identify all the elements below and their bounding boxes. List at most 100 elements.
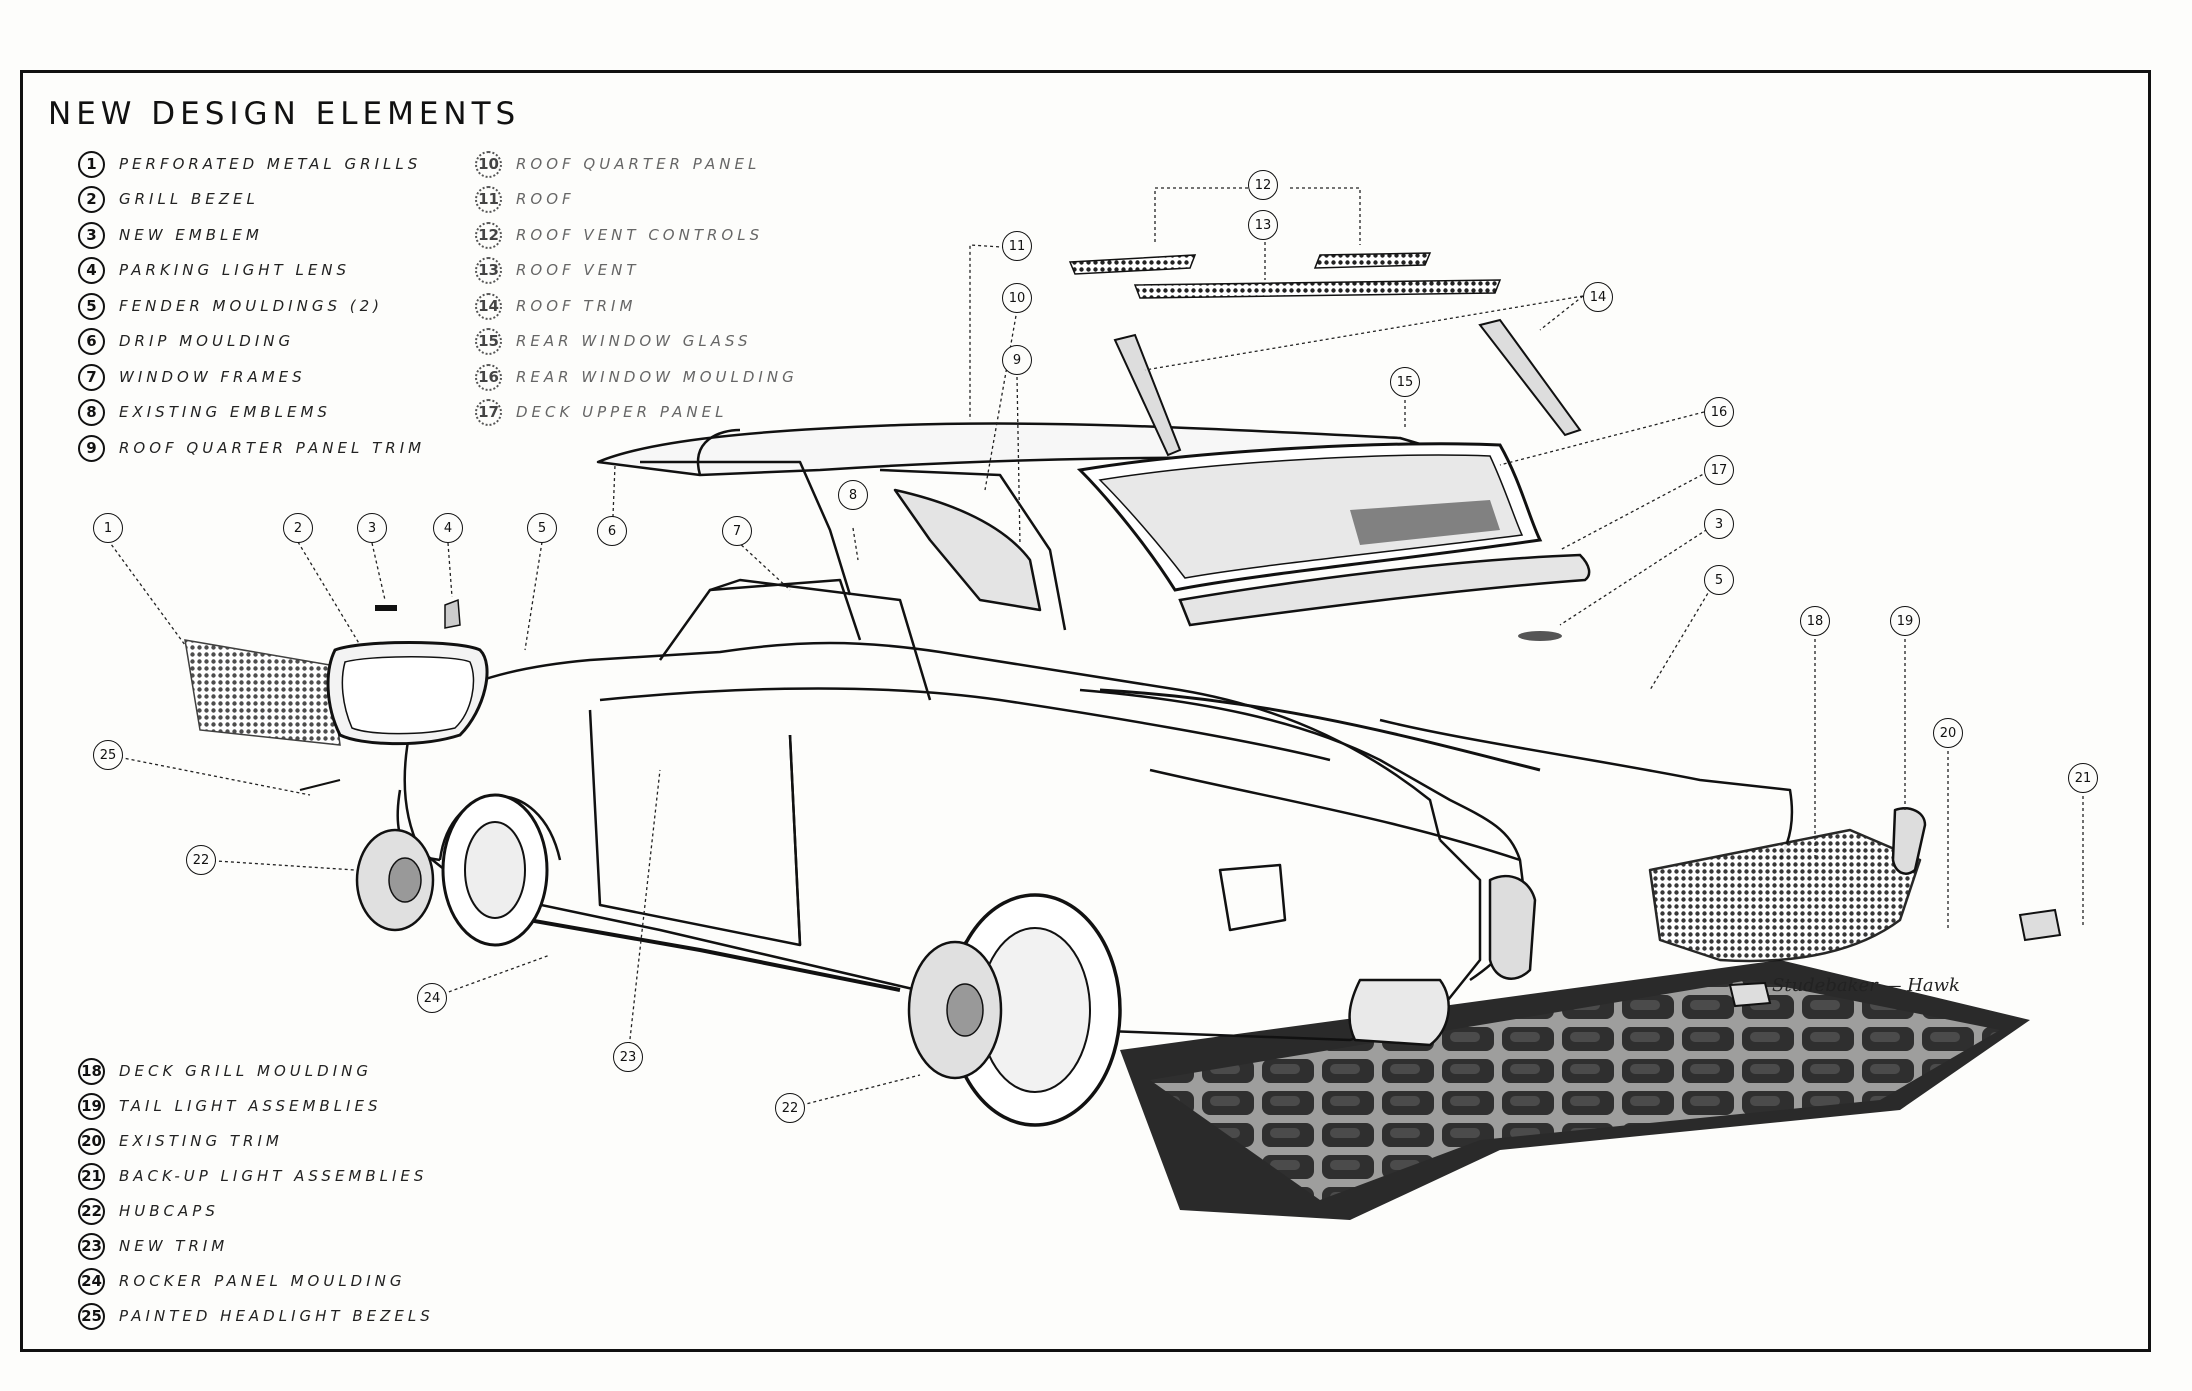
trim-strip: [299, 779, 341, 791]
callout-3: 3: [357, 513, 387, 543]
legend-label: DECK GRILL MOULDING: [119, 1062, 372, 1080]
legend-item: 20 EXISTING TRIM: [78, 1124, 283, 1158]
legend-number: 14: [475, 292, 502, 320]
rear-window: [1076, 442, 1543, 592]
legend-item: 14 ROOF TRIM: [475, 289, 636, 323]
legend-number: 15: [475, 327, 502, 355]
callout-25: 25: [93, 740, 123, 770]
callout-5-rear: 5: [1704, 565, 1734, 595]
legend-number: 18: [78, 1057, 105, 1085]
callout-20: 20: [1933, 718, 1963, 748]
roof-vents: [1068, 252, 1582, 457]
legend-item: 24 ROCKER PANEL MOULDING: [78, 1264, 406, 1298]
legend-label: ROOF: [516, 190, 575, 208]
legend-label: REAR WINDOW GLASS: [516, 332, 752, 350]
legend-number: 1: [78, 150, 105, 178]
callout-11: 11: [1002, 231, 1032, 261]
legend-label: ROOF TRIM: [516, 297, 637, 315]
callout-7: 7: [722, 516, 752, 546]
page-title: NEW DESIGN ELEMENTS: [48, 96, 521, 132]
legend-number: 23: [78, 1232, 105, 1260]
legend-number: 19: [78, 1092, 105, 1120]
front-wheel: [441, 793, 549, 947]
callout-4: 4: [433, 513, 463, 543]
backup-lights: [1728, 908, 2062, 1008]
legend-number: 4: [78, 256, 105, 284]
legend-item: 12 ROOF VENT CONTROLS: [475, 218, 763, 252]
legend-label: TAIL LIGHT ASSEMBLIES: [119, 1097, 382, 1115]
callout-1: 1: [93, 513, 123, 543]
legend-number: 3: [78, 221, 105, 249]
callout-10: 10: [1002, 283, 1032, 313]
roof-assembly: [596, 422, 1442, 631]
legend-number: 20: [78, 1127, 105, 1155]
hubcap-front: [355, 828, 435, 932]
legend-item: 8 EXISTING EMBLEMS: [78, 395, 331, 429]
legend-item: 9 ROOF QUARTER PANEL TRIM: [78, 431, 425, 465]
legend-number: 9: [78, 434, 105, 462]
legend-label: ROOF VENT CONTROLS: [516, 226, 764, 244]
legend-number: 21: [78, 1162, 105, 1190]
callout-8: 8: [838, 480, 868, 510]
legend-item: 11 ROOF: [475, 182, 575, 216]
callout-23: 23: [613, 1042, 643, 1072]
legend-number: 8: [78, 398, 105, 426]
legend-label: DRIP MOULDING: [119, 332, 295, 350]
legend-label: EXISTING EMBLEMS: [119, 403, 331, 421]
legend-item: 10 ROOF QUARTER PANEL: [475, 147, 760, 181]
legend-number: 11: [475, 185, 502, 213]
legend-label: PARKING LIGHT LENS: [119, 261, 351, 279]
legend-label: EXISTING TRIM: [119, 1132, 283, 1150]
leader-lines: [107, 187, 2084, 1109]
legend-number: 17: [475, 398, 502, 426]
legend-label: WINDOW FRAMES: [119, 368, 306, 386]
legend-number: 24: [78, 1267, 105, 1295]
legend-label: ROOF QUARTER PANEL TRIM: [119, 439, 426, 457]
callout-13: 13: [1248, 210, 1278, 240]
callout-15: 15: [1390, 367, 1420, 397]
legend-number: 13: [475, 256, 502, 284]
legend-label: FENDER MOULDINGS (2): [119, 297, 383, 315]
legend-item: 21 BACK-UP LIGHT ASSEMBLIES: [78, 1159, 427, 1193]
legend-number: 7: [78, 363, 105, 391]
legend-item: 18 DECK GRILL MOULDING: [78, 1054, 372, 1088]
legend-item: 6 DRIP MOULDING: [78, 324, 294, 358]
legend-number: 25: [78, 1302, 105, 1330]
legend-label: PAINTED HEADLIGHT BEZELS: [119, 1307, 434, 1325]
legend-number: 6: [78, 327, 105, 355]
car-body: [396, 578, 1927, 1047]
callout-21: 21: [2068, 763, 2098, 793]
callout-2: 2: [283, 513, 313, 543]
legend-number: 2: [78, 185, 105, 213]
hubcap-rear: [907, 940, 1003, 1080]
legend-label: NEW EMBLEM: [119, 226, 263, 244]
callout-16: 16: [1704, 397, 1734, 427]
deck-upper-panel: [1178, 553, 1591, 641]
legend-label: BACK-UP LIGHT ASSEMBLIES: [119, 1167, 428, 1185]
callout-5: 5: [527, 513, 557, 543]
front-grille-parts: [184, 598, 489, 746]
callout-14: 14: [1583, 282, 1613, 312]
legend-number: 12: [475, 221, 502, 249]
legend-item: 13 ROOF VENT: [475, 253, 640, 287]
legend-number: 22: [78, 1197, 105, 1225]
legend-label: ROOF VENT: [516, 261, 640, 279]
callout-22-rear: 22: [775, 1093, 805, 1123]
callout-18: 18: [1800, 606, 1830, 636]
legend-label: ROCKER PANEL MOULDING: [119, 1272, 406, 1290]
legend-label: ROOF QUARTER PANEL: [516, 155, 761, 173]
legend-number: 10: [475, 150, 502, 178]
legend-label: REAR WINDOW MOULDING: [516, 368, 798, 386]
legend-item: 15 REAR WINDOW GLASS: [475, 324, 752, 358]
drawing-border: [20, 70, 2151, 1352]
callout-9: 9: [1002, 345, 1032, 375]
callout-3-rear: 3: [1704, 509, 1734, 539]
